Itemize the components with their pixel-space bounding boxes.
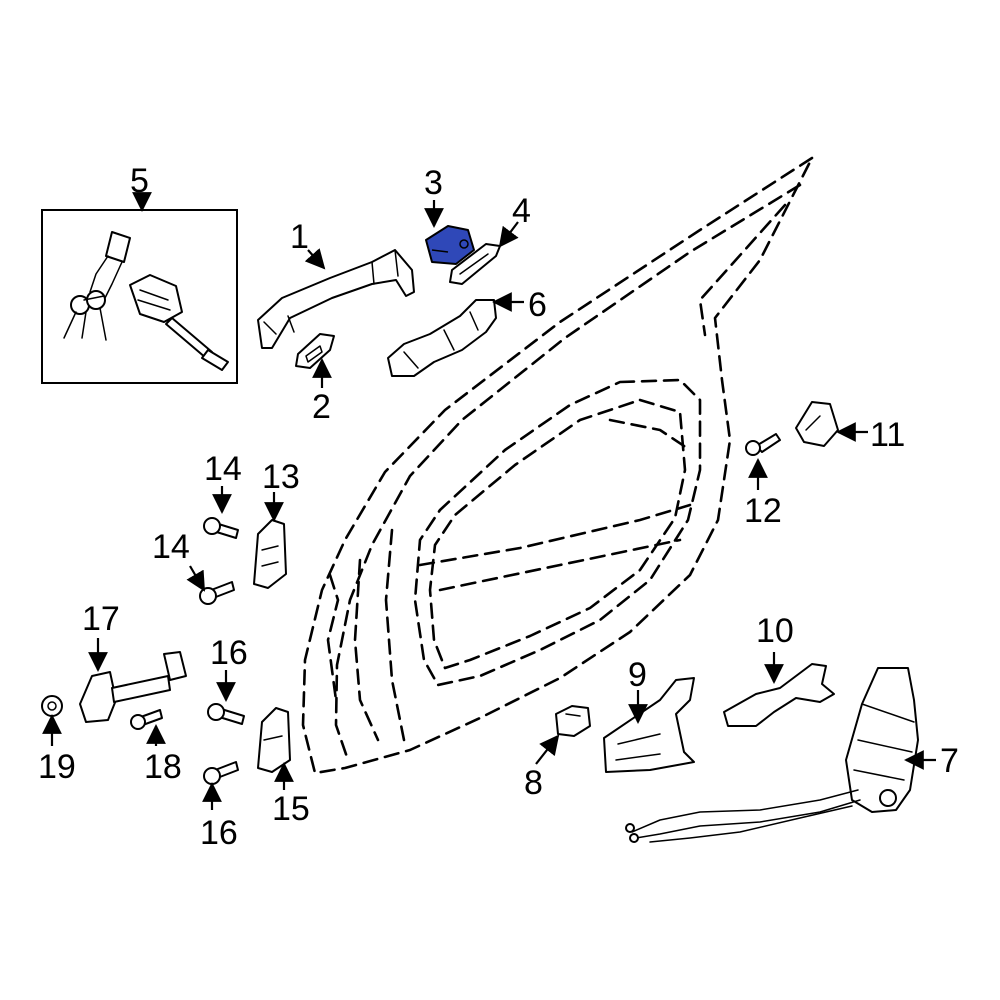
- callout-16-lower: 16: [200, 814, 238, 852]
- check-bolt: [130, 709, 163, 730]
- lower-hinge: [257, 707, 291, 773]
- upper-hinge: [253, 519, 287, 589]
- callout-17: 17: [82, 600, 120, 638]
- callout-1: 1: [290, 218, 309, 256]
- callout-labels: 5 1 2 3 4 6 11 12 13 14 14 17 19 18 16 1…: [38, 162, 959, 852]
- handle-bracket: [387, 299, 497, 377]
- hinge-bolt-upper: [203, 517, 239, 539]
- handle-cap-highlighted: [425, 225, 475, 265]
- callout-10: 10: [756, 612, 794, 650]
- leader-lines: [42, 192, 936, 810]
- callout-7: 7: [940, 742, 959, 780]
- callout-14-upper: 14: [204, 450, 242, 488]
- door-latch-assembly: [625, 667, 919, 843]
- callout-6: 6: [528, 286, 547, 324]
- door-striker: [795, 401, 839, 447]
- check-nut: [41, 695, 63, 717]
- lock-cylinder: [129, 274, 229, 371]
- callout-12: 12: [744, 492, 782, 530]
- callout-5: 5: [130, 162, 149, 200]
- callout-18: 18: [144, 748, 182, 786]
- door-shell: [301, 156, 814, 775]
- hinge-bolt-lower: [199, 581, 235, 605]
- callout-13: 13: [262, 458, 300, 496]
- striker-screw: [745, 433, 781, 456]
- lock-clip: [555, 705, 591, 737]
- callout-2: 2: [312, 388, 331, 426]
- callout-3: 3: [424, 164, 443, 202]
- callout-8: 8: [524, 764, 543, 802]
- cap-gasket: [449, 243, 501, 285]
- callout-9: 9: [628, 656, 647, 694]
- outside-handle: [257, 249, 415, 349]
- lock-cover: [723, 663, 835, 727]
- lower-hinge-bolt-upper: [207, 703, 245, 725]
- callout-14-lower: 14: [152, 528, 190, 566]
- lower-hinge-bolt-lower: [203, 761, 239, 785]
- handle-gasket: [295, 333, 335, 369]
- callout-4: 4: [512, 192, 531, 230]
- lock-shield: [603, 677, 695, 773]
- callout-16-upper: 16: [210, 634, 248, 672]
- door-check: [79, 651, 187, 723]
- callout-15: 15: [272, 790, 310, 828]
- key-set: [63, 231, 131, 341]
- callout-11: 11: [870, 416, 905, 454]
- key-cylinder-kit: [41, 209, 238, 384]
- callout-19: 19: [38, 748, 76, 786]
